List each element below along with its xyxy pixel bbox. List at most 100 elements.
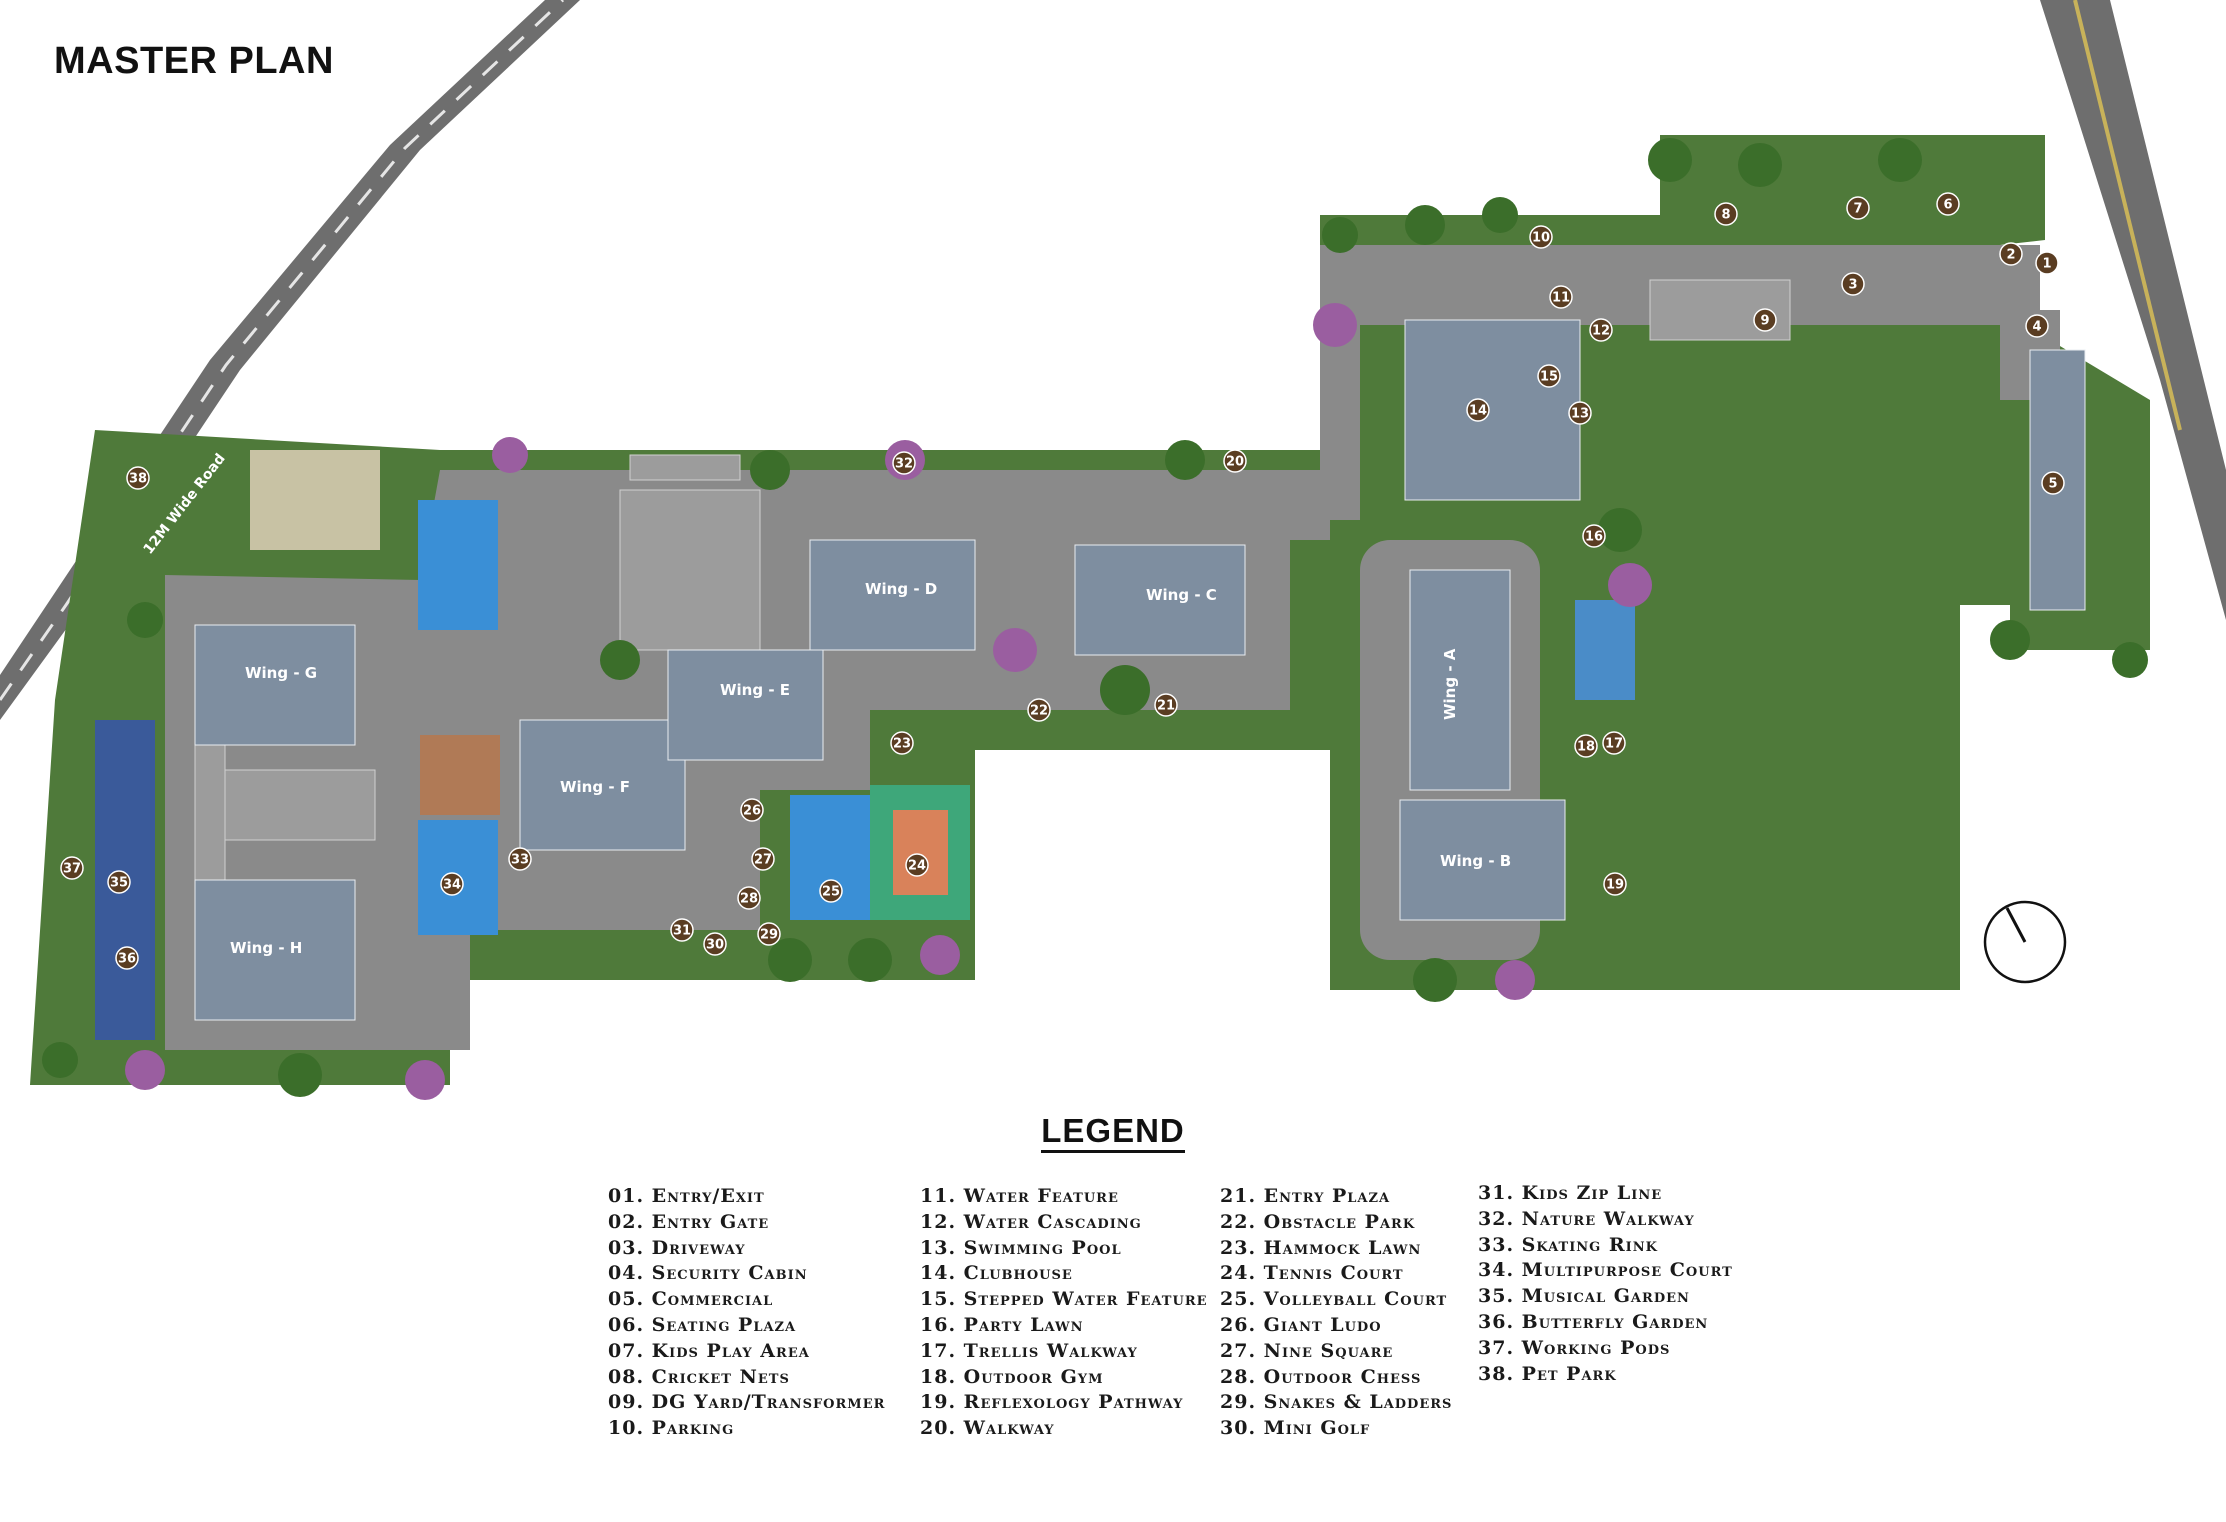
marker-5-label: 5 — [2048, 477, 2057, 492]
marker-38-circle — [126, 466, 150, 490]
marker-23-circle — [890, 731, 914, 755]
legend-item: 15. Stepped Water Feature — [920, 1288, 1208, 1311]
legend-item: 11. Water Feature — [920, 1185, 1119, 1207]
marker-28-circle — [737, 886, 761, 910]
marker-16-label: 16 — [1585, 530, 1603, 545]
legend-column-1: 01. Entry/Exit 02. Entry Gate 03. Drivew… — [608, 1184, 885, 1442]
legend-item: 34. Multipurpose Court — [1478, 1259, 1733, 1282]
wing-labels: Wing - A Wing - B Wing - C Wing - D Wing… — [230, 580, 1511, 957]
marker-11-label: 11 — [1552, 291, 1570, 306]
marker-13-label: 13 — [1571, 407, 1589, 422]
marker-2-circle — [1999, 242, 2023, 266]
marker-36-label: 36 — [118, 952, 136, 967]
marker-34-circle — [440, 872, 464, 896]
wing-label-d: Wing - D — [865, 580, 937, 598]
marker-10-label: 10 — [1532, 231, 1550, 246]
marker-8-circle — [1714, 202, 1738, 226]
marker-26-circle — [740, 798, 764, 822]
master-plan-map: 12M Wide Road Wing - A Wing - B Wing - C… — [0, 0, 2226, 1100]
marker-10-circle — [1529, 225, 1553, 249]
legend-title-text: LEGEND — [1041, 1112, 1185, 1153]
map-markers: 1234567891011121314151617181920212223242… — [60, 192, 2065, 970]
marker-12-circle — [1589, 318, 1613, 342]
north-compass — [1983, 900, 2067, 984]
marker-7-circle — [1846, 196, 1870, 220]
marker-12-label: 12 — [1592, 324, 1610, 339]
marker-4-circle — [2025, 314, 2049, 338]
legend-item: 06. Seating Plaza — [608, 1313, 797, 1336]
marker-34-label: 34 — [443, 878, 461, 893]
marker-32-label: 32 — [895, 457, 913, 472]
marker-3-circle — [1841, 272, 1865, 296]
marker-1-circle — [2035, 251, 2059, 275]
marker-7-label: 7 — [1853, 202, 1862, 217]
marker-19-circle — [1603, 872, 1627, 896]
wing-label-c: Wing - C — [1146, 586, 1217, 604]
marker-31-circle — [670, 918, 694, 942]
marker-29-circle — [757, 922, 781, 946]
legend-item: 18. Outdoor Gym — [920, 1365, 1104, 1388]
legend-item: 04. Security Cabin — [608, 1262, 808, 1285]
marker-23-label: 23 — [893, 737, 911, 752]
marker-25-label: 25 — [822, 885, 840, 900]
legend-item: 16. Party Lawn — [920, 1313, 1084, 1336]
legend-item: 07. Kids Play Area — [608, 1339, 810, 1362]
marker-5-circle — [2041, 471, 2065, 495]
marker-37-circle — [60, 856, 84, 880]
marker-24-circle — [905, 853, 929, 877]
marker-26-label: 26 — [743, 804, 761, 819]
legend-item: 31. Kids Zip Line — [1478, 1182, 1663, 1204]
road-12m — [0, 0, 580, 720]
marker-29-label: 29 — [760, 928, 778, 943]
marker-9-circle — [1753, 308, 1777, 332]
legend-item: 28. Outdoor Chess — [1220, 1365, 1422, 1388]
legend-item: 05. Commercial — [608, 1288, 774, 1311]
marker-8-label: 8 — [1721, 208, 1730, 223]
legend-item: 38. Pet Park — [1478, 1362, 1617, 1385]
legend-item: 01. Entry/Exit — [608, 1185, 765, 1207]
legend-item: 08. Cricket Nets — [608, 1365, 790, 1388]
wing-label-h: Wing - H — [230, 939, 302, 957]
legend-item: 09. DG Yard/Transformer — [608, 1391, 886, 1414]
legend-column-3: 21. Entry Plaza 22. Obstacle Park 23. Ha… — [1220, 1184, 1452, 1442]
marker-21-circle — [1154, 693, 1178, 717]
legend-item: 35. Musical Garden — [1478, 1285, 1690, 1308]
legend-item: 21. Entry Plaza — [1220, 1185, 1391, 1207]
marker-1-label: 1 — [2042, 257, 2051, 272]
legend-item: 27. Nine Square — [1220, 1339, 1394, 1362]
highway — [2040, 0, 2226, 620]
legend-item: 10. Parking — [608, 1417, 735, 1440]
legend-item: 25. Volleyball Court — [1220, 1288, 1448, 1311]
marker-19-label: 19 — [1606, 878, 1624, 893]
legend-item: 32. Nature Walkway — [1478, 1207, 1695, 1230]
marker-16-circle — [1582, 524, 1606, 548]
legend-title: LEGEND — [0, 1112, 2226, 1153]
marker-33-label: 33 — [511, 853, 529, 868]
marker-24-label: 24 — [908, 859, 926, 874]
legend-column-2: 11. Water Feature 12. Water Cascading 13… — [920, 1184, 1208, 1442]
marker-28-label: 28 — [740, 892, 758, 907]
marker-37-label: 37 — [63, 862, 81, 877]
trees — [42, 138, 2148, 1100]
marker-35-circle — [107, 870, 131, 894]
legend-item: 24. Tennis Court — [1220, 1262, 1404, 1285]
legend-item: 13. Swimming Pool — [920, 1236, 1122, 1259]
marker-15-label: 15 — [1540, 370, 1558, 385]
legend-item: 26. Giant Ludo — [1220, 1313, 1382, 1336]
wing-label-a: Wing - A — [1441, 648, 1459, 720]
marker-20-circle — [1223, 449, 1247, 473]
marker-11-circle — [1549, 285, 1573, 309]
wing-label-f: Wing - F — [560, 778, 630, 796]
marker-25-circle — [819, 879, 843, 903]
marker-38-label: 38 — [129, 472, 147, 487]
marker-18-circle — [1574, 734, 1598, 758]
legend-item: 17. Trellis Walkway — [920, 1339, 1138, 1362]
map-title: MASTER PLAN — [54, 40, 334, 82]
marker-2-label: 2 — [2006, 248, 2015, 263]
marker-30-circle — [703, 932, 727, 956]
marker-4-label: 4 — [2032, 320, 2041, 335]
marker-14-circle — [1466, 398, 1490, 422]
legend-item: 12. Water Cascading — [920, 1210, 1142, 1233]
legend-item: 23. Hammock Lawn — [1220, 1236, 1422, 1259]
marker-36-circle — [115, 946, 139, 970]
